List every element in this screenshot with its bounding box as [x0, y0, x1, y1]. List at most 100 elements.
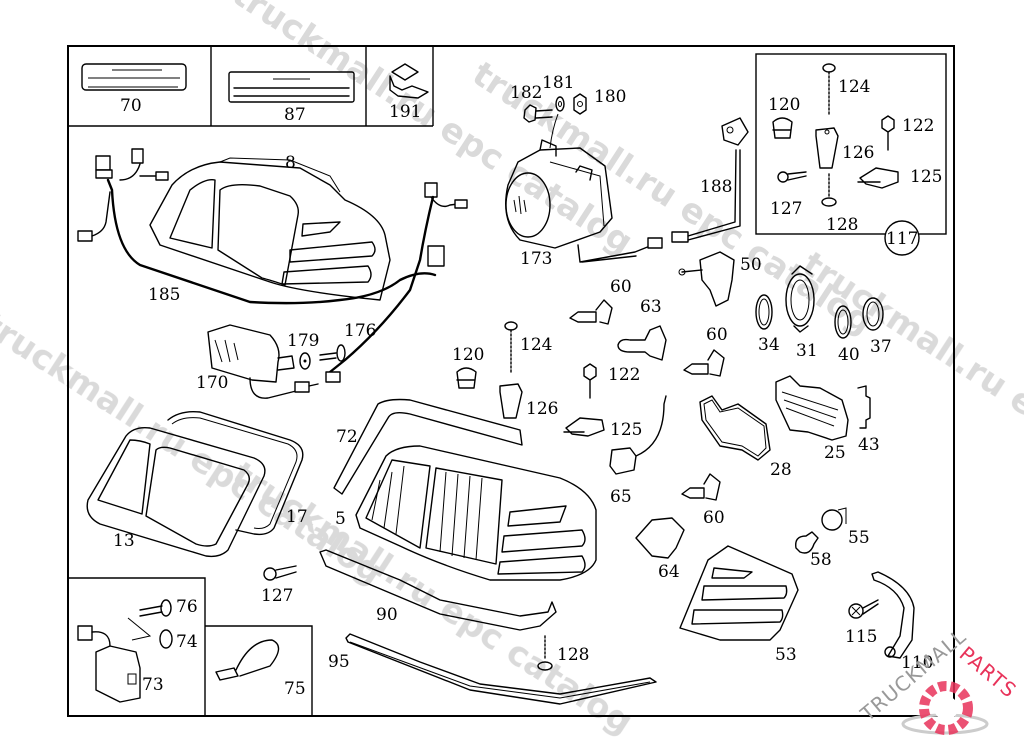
- label-17[interactable]: 17: [286, 507, 308, 527]
- label-58[interactable]: 58: [810, 550, 832, 570]
- part-13-headlamp-glass[interactable]: [86, 426, 266, 558]
- label-m-124[interactable]: 124: [520, 335, 552, 355]
- part-182-bolt[interactable]: [523, 104, 553, 123]
- label-115[interactable]: 115: [845, 627, 877, 647]
- part-17-seal[interactable]: [167, 410, 304, 536]
- label-kit-127[interactable]: 127: [770, 199, 802, 219]
- part-40-ring[interactable]: [834, 305, 852, 339]
- part-127-screw[interactable]: [263, 565, 297, 581]
- part-60-bulb[interactable]: [569, 299, 613, 325]
- kit-box-117[interactable]: [755, 53, 947, 235]
- kit-126-clip[interactable]: [815, 127, 839, 169]
- part-87-badge[interactable]: [228, 71, 355, 103]
- label-179[interactable]: 179: [287, 331, 319, 351]
- part-170-fog-lamp[interactable]: [207, 324, 301, 399]
- label-170[interactable]: 170: [196, 373, 228, 393]
- label-188[interactable]: 188: [700, 177, 732, 197]
- part-58-bulb[interactable]: [795, 531, 819, 554]
- label-37[interactable]: 37: [870, 337, 892, 357]
- part-37-ring[interactable]: [862, 297, 884, 331]
- part-125-clip[interactable]: [563, 417, 605, 437]
- part-31-socket-ring[interactable]: [785, 265, 815, 333]
- part-173-aux-lamp[interactable]: [505, 139, 613, 249]
- part-124-screw[interactable]: [504, 321, 518, 373]
- part-185-wiring-harness[interactable]: [77, 148, 468, 374]
- part-176-screw[interactable]: [319, 344, 346, 362]
- kit-127-screw[interactable]: [777, 171, 807, 183]
- label-53[interactable]: 53: [775, 645, 797, 665]
- part-126-clip[interactable]: [499, 383, 523, 419]
- label-60-b[interactable]: 60: [706, 325, 728, 345]
- part-188-cable[interactable]: [577, 117, 749, 263]
- kit-120-grommet[interactable]: [772, 117, 793, 139]
- label-60-c[interactable]: 60: [703, 508, 725, 528]
- label-kit-125[interactable]: 125: [910, 167, 942, 187]
- part-73-control-unit[interactable]: [77, 625, 141, 703]
- part-55-socket[interactable]: [821, 507, 847, 531]
- part-95-moulding[interactable]: [345, 633, 657, 705]
- part-63-bulb[interactable]: [617, 325, 667, 361]
- label-185[interactable]: 185: [148, 285, 180, 305]
- label-127[interactable]: 127: [261, 586, 293, 606]
- kit-128-screw[interactable]: [821, 173, 837, 207]
- part-53-side-lamp[interactable]: [679, 545, 799, 641]
- label-176[interactable]: 176: [344, 321, 376, 341]
- part-179-washer[interactable]: [299, 352, 311, 370]
- part-180-nut[interactable]: [573, 93, 587, 115]
- label-76[interactable]: 76: [176, 597, 198, 617]
- part-191-clip[interactable]: [389, 63, 429, 99]
- kit-124-screw[interactable]: [822, 63, 836, 117]
- part-34-ring[interactable]: [755, 294, 773, 330]
- label-50[interactable]: 50: [740, 255, 762, 275]
- label-kit-117[interactable]: 117: [886, 229, 918, 249]
- label-60-a[interactable]: 60: [610, 277, 632, 297]
- label-65[interactable]: 65: [610, 487, 632, 507]
- part-76-screw[interactable]: [139, 599, 172, 617]
- label-181[interactable]: 181: [542, 73, 574, 93]
- label-m-125[interactable]: 125: [610, 420, 642, 440]
- part-60-bulb[interactable]: [681, 473, 721, 501]
- label-kit-128[interactable]: 128: [826, 215, 858, 235]
- label-90[interactable]: 90: [376, 605, 398, 625]
- part-181-washer[interactable]: [555, 96, 565, 112]
- label-72[interactable]: 72: [336, 427, 358, 447]
- part-72-trim-strip[interactable]: [333, 398, 523, 495]
- label-87[interactable]: 87: [284, 105, 306, 125]
- label-173[interactable]: 173: [520, 249, 552, 269]
- label-43[interactable]: 43: [858, 435, 880, 455]
- label-75[interactable]: 75: [284, 679, 306, 699]
- label-34[interactable]: 34: [758, 335, 780, 355]
- label-25[interactable]: 25: [824, 443, 846, 463]
- part-70-badge[interactable]: [81, 63, 187, 91]
- part-64-bulb-holder[interactable]: [635, 517, 685, 559]
- part-90-trim-strip[interactable]: [319, 549, 557, 631]
- label-m-122[interactable]: 122: [608, 365, 640, 385]
- label-40[interactable]: 40: [838, 345, 860, 365]
- label-kit-126[interactable]: 126: [842, 143, 874, 163]
- label-28[interactable]: 28: [770, 460, 792, 480]
- part-128-screw[interactable]: [537, 635, 553, 671]
- label-m-126[interactable]: 126: [526, 399, 558, 419]
- kit-122-bolt[interactable]: [881, 115, 895, 151]
- kit-125-clip[interactable]: [857, 167, 899, 189]
- label-128[interactable]: 128: [557, 645, 589, 665]
- label-55[interactable]: 55: [848, 528, 870, 548]
- label-110[interactable]: 110: [901, 653, 933, 673]
- label-64[interactable]: 64: [658, 562, 680, 582]
- part-65-bulb-cable[interactable]: [609, 395, 667, 475]
- part-25-reflector-gasket[interactable]: [775, 375, 849, 441]
- label-73[interactable]: 73: [142, 675, 164, 695]
- part-75-cable-tie[interactable]: [215, 639, 280, 681]
- kit-117-badge[interactable]: 117: [884, 220, 920, 256]
- part-50-bulb-holder[interactable]: [678, 251, 735, 307]
- label-180[interactable]: 180: [594, 87, 626, 107]
- part-60-bulb[interactable]: [683, 349, 725, 377]
- part-8-headlamp[interactable]: [149, 157, 391, 301]
- label-95[interactable]: 95: [328, 652, 350, 672]
- part-122-bolt[interactable]: [583, 363, 597, 399]
- part-74-nut[interactable]: [159, 629, 173, 649]
- part-5-headlamp-lens[interactable]: [355, 445, 597, 581]
- label-70[interactable]: 70: [120, 96, 142, 116]
- part-115-screw[interactable]: [848, 599, 879, 619]
- part-28-gasket[interactable]: [699, 395, 771, 461]
